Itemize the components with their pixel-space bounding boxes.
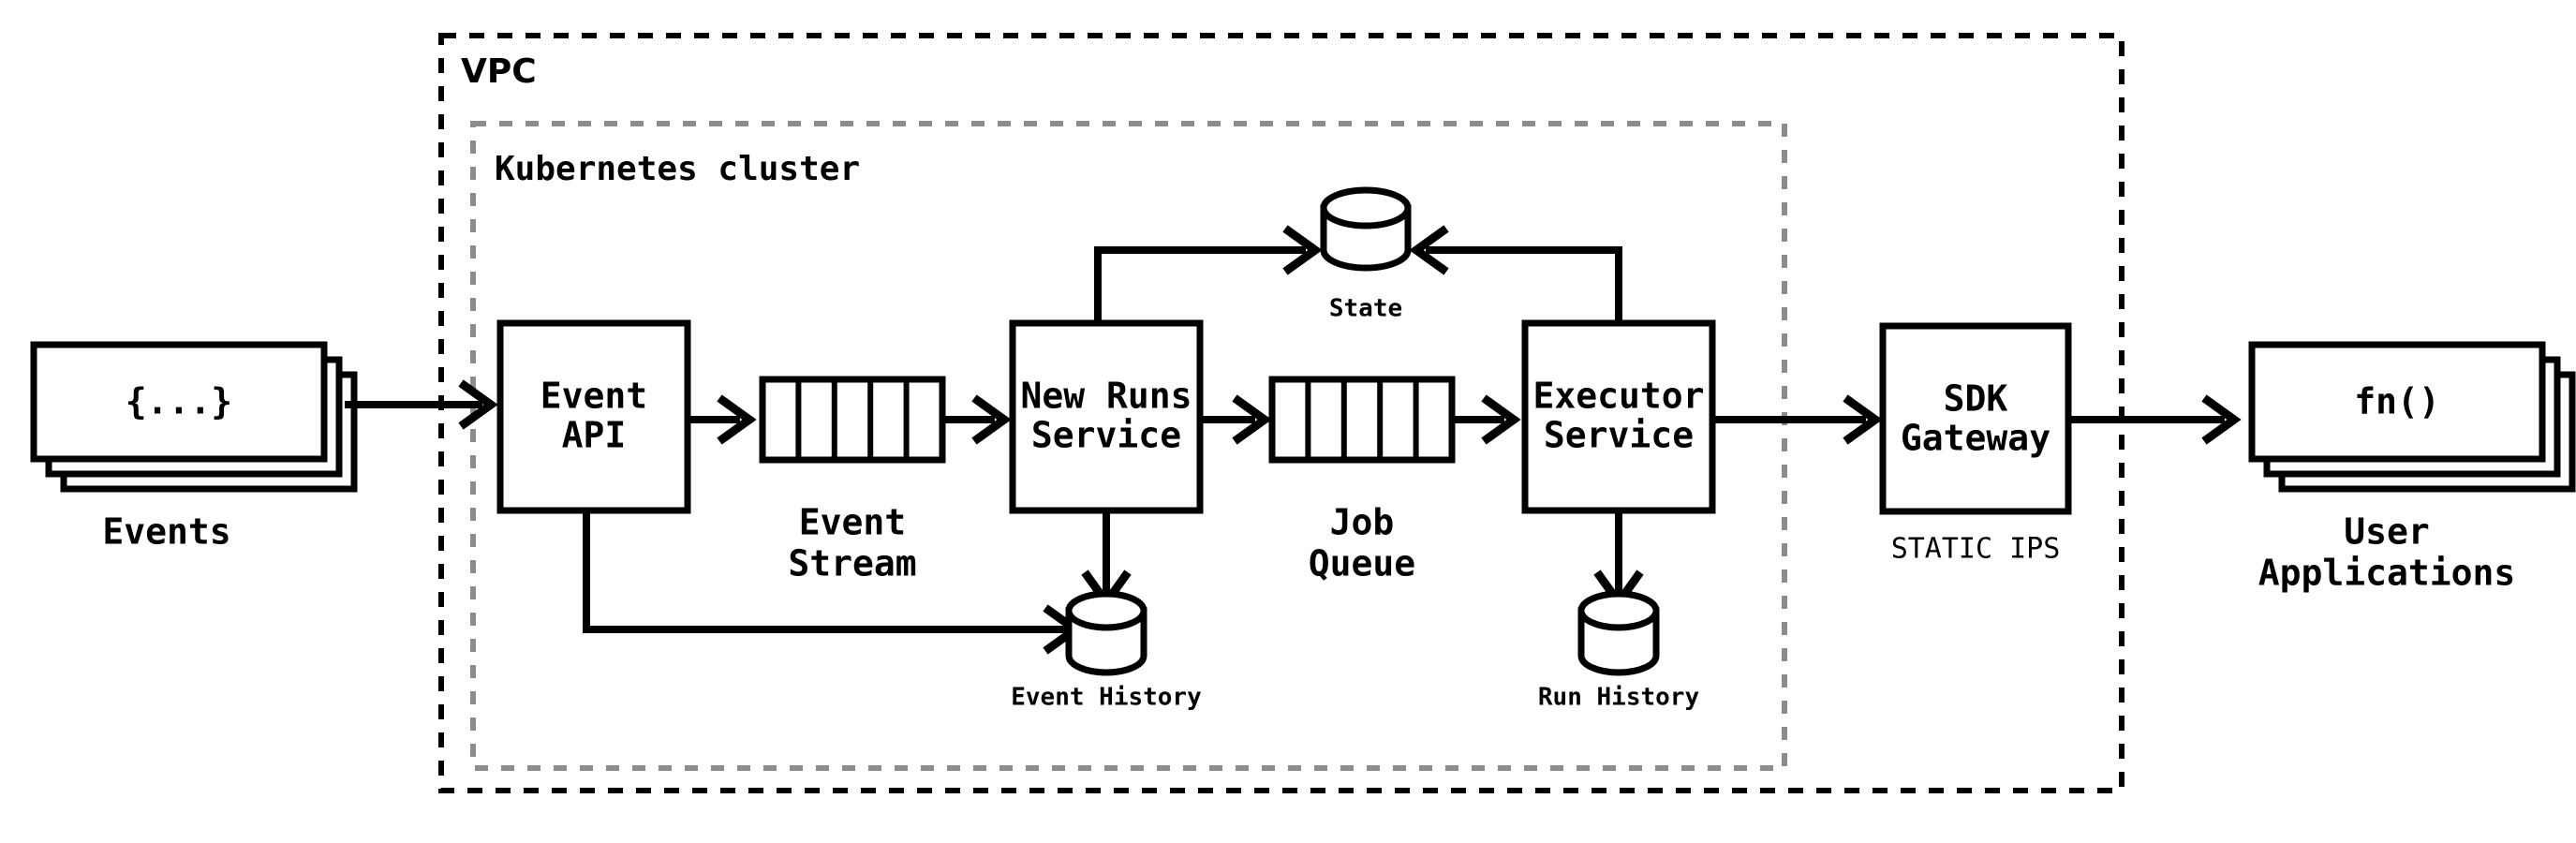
user-applications-label: fn() bbox=[2354, 381, 2440, 422]
sdk-gateway-label-line2: Gateway bbox=[1901, 418, 2050, 459]
run-history-db-node: Run History bbox=[1538, 590, 1699, 712]
edge-events-to-event-api bbox=[345, 379, 498, 430]
event-history-db-caption: Event History bbox=[1011, 684, 1202, 712]
user-applications-caption-line1: User bbox=[2344, 511, 2430, 553]
new-runs-service-node: New Runs Service bbox=[1009, 319, 1204, 514]
edge-event-api-to-event-stream bbox=[688, 394, 757, 445]
vpc-boundary: VPC bbox=[438, 33, 2124, 793]
edge-new-runs-service-to-job-queue bbox=[1200, 394, 1272, 445]
edge-executor-service-to-run-history bbox=[1593, 510, 1644, 610]
event-stream-caption-line2: Stream bbox=[788, 543, 916, 584]
events-node: {...} Events bbox=[30, 341, 358, 553]
vpc-label: VPC bbox=[461, 52, 537, 91]
new-runs-service-label-line1: New Runs bbox=[1020, 376, 1192, 417]
event-stream-node: Event Stream bbox=[759, 376, 946, 584]
event-api-label-line2: API bbox=[562, 415, 627, 456]
user-applications-node: fn() User Applications bbox=[2248, 341, 2576, 594]
job-queue-caption-line1: Job bbox=[1330, 502, 1395, 543]
sdk-gateway-caption: STATIC IPS bbox=[1891, 533, 2061, 566]
edge-new-runs-service-to-event-history bbox=[1081, 510, 1132, 610]
sdk-gateway-label-line1: SDK bbox=[1944, 378, 2008, 420]
kubernetes-cluster-label: Kubernetes cluster bbox=[495, 150, 860, 188]
run-history-db-caption: Run History bbox=[1538, 684, 1699, 712]
state-db-node: State bbox=[1320, 186, 1412, 323]
edge-executor-service-to-state bbox=[1409, 225, 1622, 323]
new-runs-service-label-line2: Service bbox=[1031, 415, 1181, 456]
event-api-node: Event API bbox=[496, 319, 691, 514]
event-history-db-node: Event History bbox=[1011, 590, 1202, 712]
edge-job-queue-to-executor-service bbox=[1452, 394, 1521, 445]
events-caption: Events bbox=[102, 511, 230, 553]
event-stream-caption-line1: Event bbox=[799, 502, 906, 543]
job-queue-caption-line2: Queue bbox=[1309, 543, 1415, 584]
event-api-label-line1: Event bbox=[540, 376, 647, 417]
edge-sdk-gateway-to-user-applications bbox=[2068, 394, 2242, 445]
events-label: {...} bbox=[126, 381, 232, 422]
executor-service-node: Executor Service bbox=[1521, 319, 1716, 514]
kubernetes-cluster-boundary: Kubernetes cluster bbox=[470, 121, 1787, 771]
edge-event-stream-to-new-runs-service bbox=[942, 394, 1012, 445]
user-applications-caption-line2: Applications bbox=[2258, 553, 2516, 594]
edge-new-runs-service-to-state bbox=[1094, 225, 1323, 323]
state-db-caption: State bbox=[1329, 295, 1402, 323]
sdk-gateway-node: SDK Gateway STATIC IPS bbox=[1879, 322, 2072, 566]
edge-executor-service-to-sdk-gateway bbox=[1712, 394, 1883, 445]
executor-service-label-line1: Executor bbox=[1532, 376, 1704, 417]
job-queue-node: Job Queue bbox=[1268, 376, 1456, 584]
executor-service-label-line2: Service bbox=[1544, 415, 1694, 456]
